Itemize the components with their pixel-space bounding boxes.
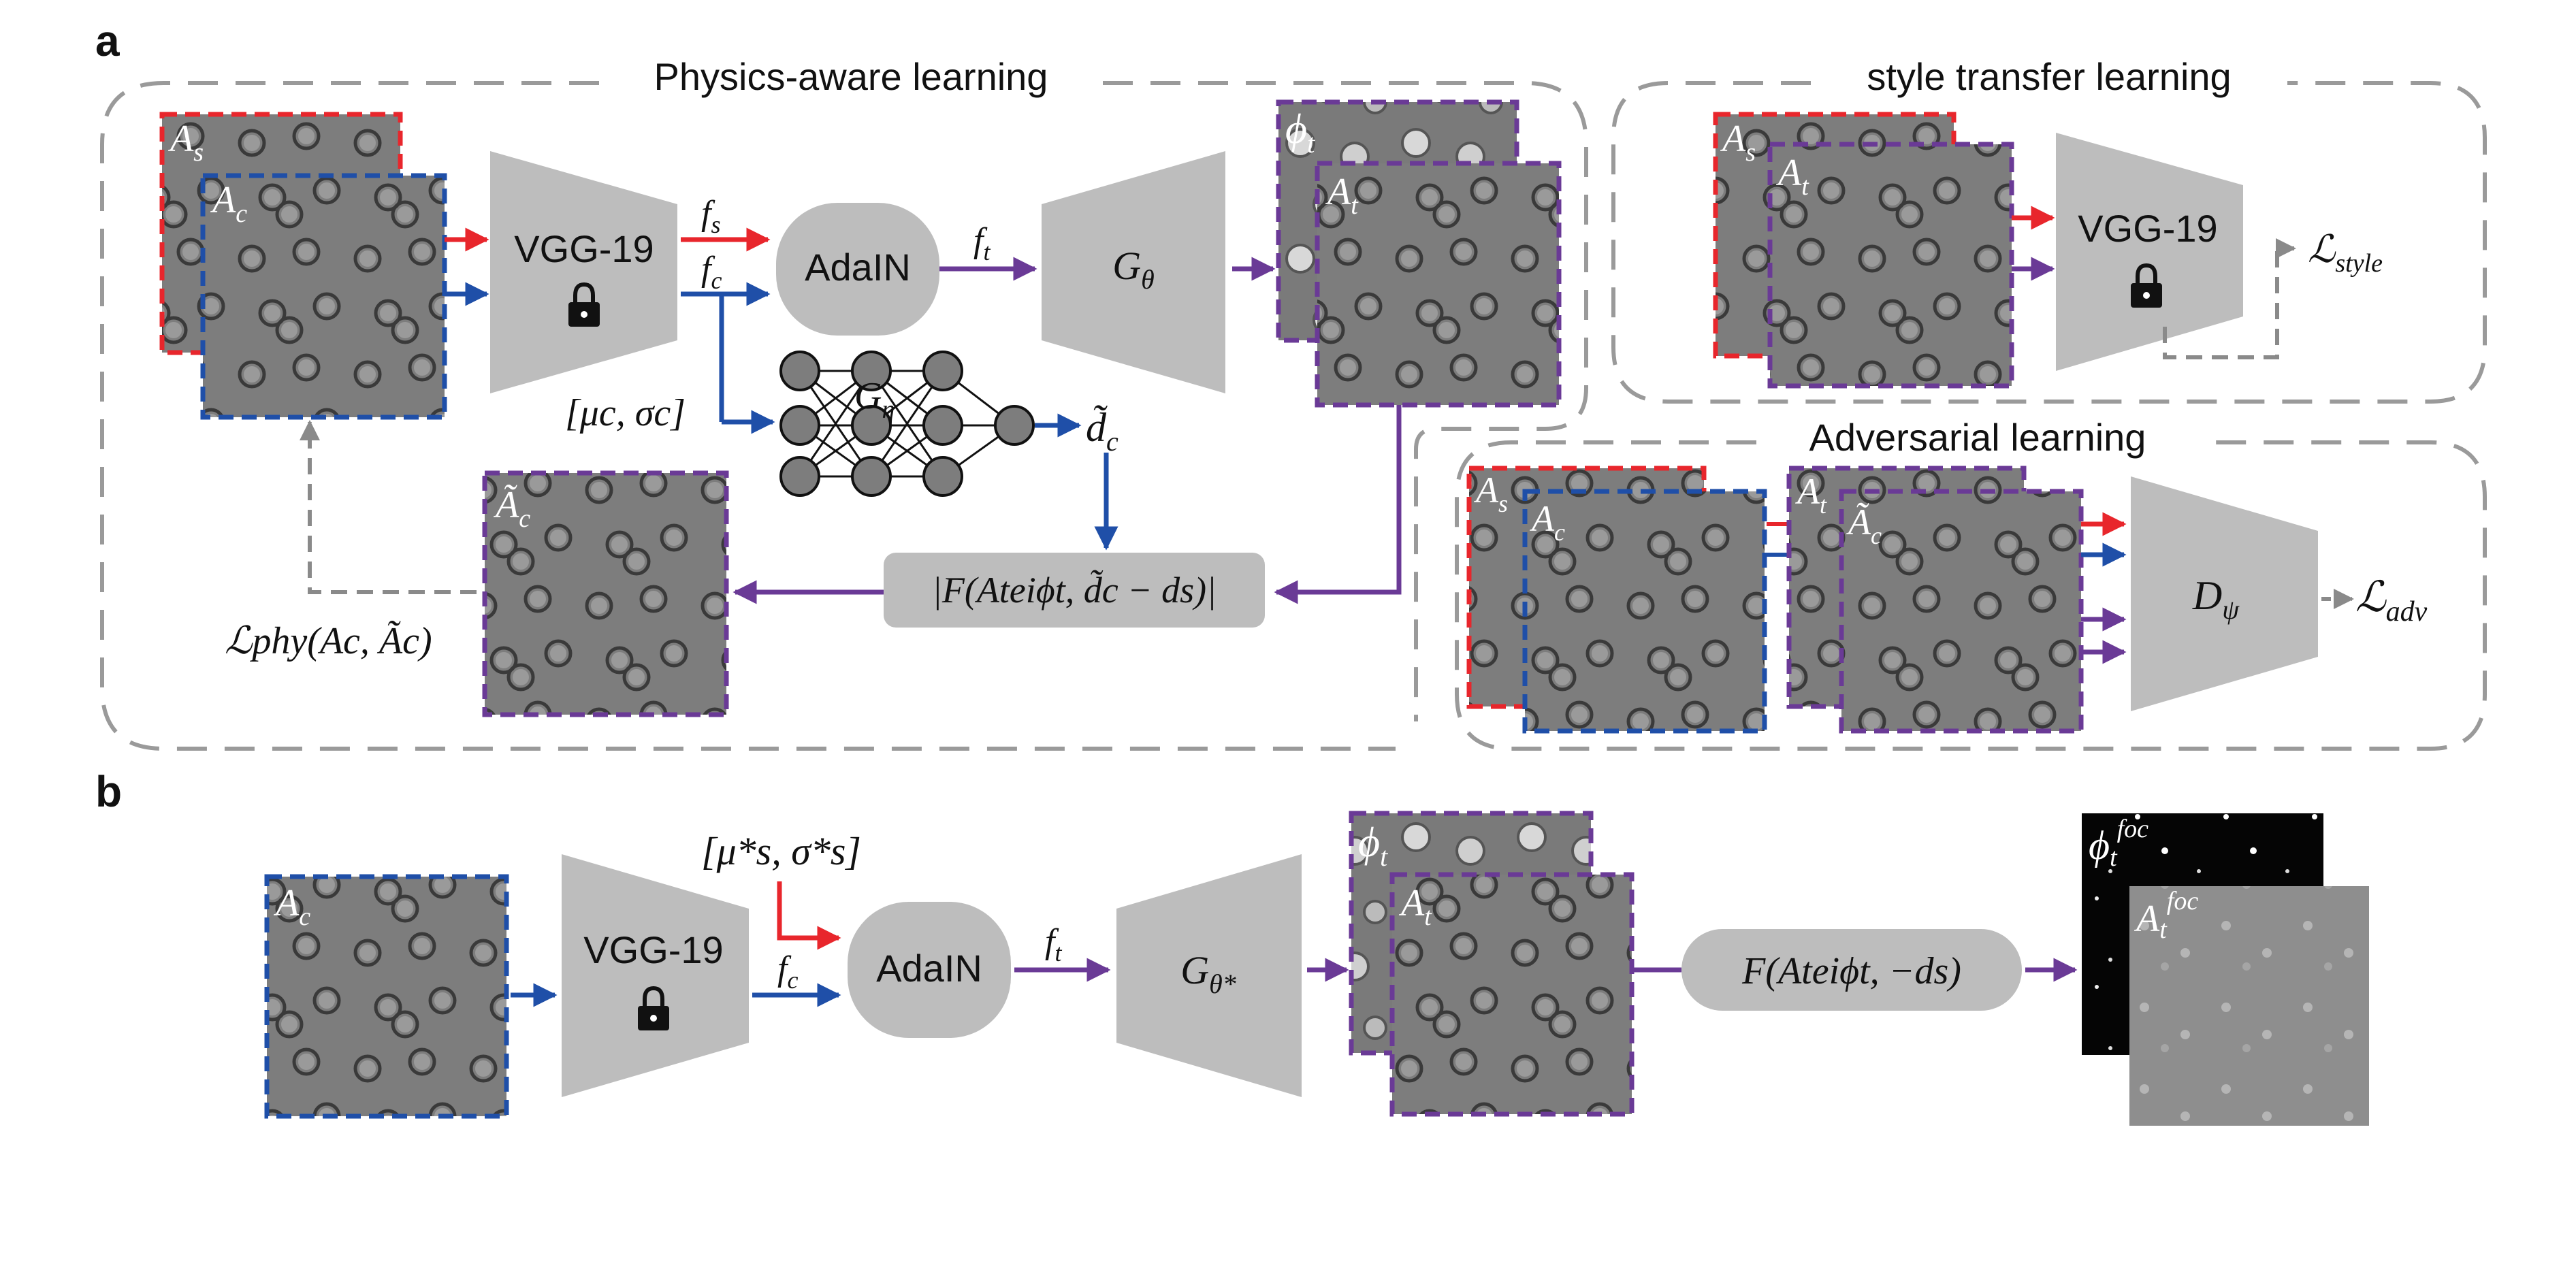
image-a-c	[200, 173, 447, 420]
label-d-c-tilde: d̃c	[1086, 405, 1118, 457]
lock-icon	[638, 986, 669, 1030]
vgg19-label-style: VGG-19	[2078, 207, 2217, 250]
vgg19-encoder-a	[490, 151, 677, 393]
label-a-c-adv: Ac	[1530, 498, 1565, 546]
adain-label-b: AdaIN	[876, 947, 982, 990]
arrow-fc-adain	[681, 291, 768, 422]
label-propagation-a: |F(Ateiϕt, d̃c − ds)|	[932, 570, 1217, 611]
physics-aware-box-right	[1103, 81, 1588, 721]
label-ft: ft	[973, 221, 991, 265]
vgg19-encoder-style	[2056, 133, 2243, 371]
image-a-c-tilde-adv	[1839, 489, 2084, 734]
label-mu-sigma-s-star: [μ*s, σ*s]	[701, 829, 861, 873]
label-a-t-infer: At	[1398, 882, 1432, 931]
panel-label-b: b	[95, 767, 122, 816]
image-a-c-infer	[264, 874, 509, 1119]
label-g-eta: Gη	[854, 375, 895, 424]
image-a-c-tilde	[482, 470, 729, 717]
label-g-theta: Gθ	[1112, 244, 1155, 295]
g-eta-nodes	[779, 351, 1035, 497]
image-a-foc	[2129, 886, 2369, 1126]
style-transfer-title: style transfer learning	[1867, 55, 2231, 98]
label-a-s-adv: As	[1474, 470, 1508, 517]
adversarial-box	[1455, 440, 2487, 751]
label-a-s: As	[167, 118, 204, 167]
arrow-at-propagation	[1274, 405, 1402, 604]
style-transfer-box	[1611, 81, 2487, 404]
label-a-t: At	[1325, 171, 1359, 220]
label-a-t-adv: At	[1795, 471, 1827, 519]
adain-block-a	[776, 203, 939, 336]
vgg19-encoder-b	[562, 854, 749, 1097]
discriminator-d-psi	[2131, 476, 2318, 711]
arrow-stats-s-adain	[777, 881, 841, 950]
propagation-block-b	[1681, 929, 2022, 1011]
g-theta-star-decoder	[1116, 854, 1302, 1097]
label-a-t-style: At	[1775, 152, 1809, 201]
label-a-c: Ac	[210, 179, 247, 228]
g-eta-network	[799, 370, 1015, 478]
label-phi-t-infer: ϕt	[1358, 819, 1388, 872]
adain-label-a: AdaIN	[805, 246, 911, 289]
label-g-theta-star: Gθ*	[1180, 948, 1236, 999]
label-l-style: ℒstyle	[2308, 229, 2383, 278]
image-a-t-infer	[1389, 872, 1635, 1117]
label-d-psi: Dψ	[2192, 573, 2240, 625]
adversarial-title: Adversarial learning	[1809, 416, 2146, 459]
label-l-adv: ℒadv	[2355, 574, 2428, 628]
label-a-c-tilde: Ãc	[493, 484, 530, 533]
image-a-t-style	[1767, 142, 2014, 389]
lock-icon	[568, 282, 600, 327]
label-fc-b: fc	[777, 949, 798, 994]
label-a-c-tilde-adv: Ãc	[1846, 502, 1882, 549]
vgg19-label-b: VGG-19	[583, 928, 723, 971]
loss-style-connector	[2163, 238, 2296, 359]
label-ft-b: ft	[1045, 922, 1062, 966]
label-phi-foc: ϕtfoc	[2089, 815, 2148, 872]
adain-block-b	[848, 902, 1011, 1038]
label-propagation-b: F(Ateiϕt, −ds)	[1741, 950, 1961, 992]
panel-label-a: a	[95, 16, 120, 65]
label-phi-t: ϕt	[1285, 106, 1315, 159]
label-a-s-style: As	[1720, 118, 1756, 167]
propagation-block-a	[884, 553, 1265, 628]
label-fc: fc	[701, 250, 722, 294]
loss-phy-feedback	[300, 420, 477, 594]
image-a-t	[1315, 161, 1562, 408]
label-a-foc: Atfoc	[2134, 887, 2198, 944]
lock-icon	[2131, 263, 2162, 308]
image-a-c-adv	[1522, 489, 1767, 734]
physics-aware-box	[100, 81, 1396, 751]
label-l-phy: ℒphy(Ac, Ãc)	[225, 620, 432, 662]
g-theta-decoder	[1042, 151, 1225, 393]
label-fs: fs	[701, 194, 720, 238]
label-mu-sigma-c: [μc, σc]	[565, 392, 686, 434]
label-a-c-infer: Ac	[273, 882, 310, 931]
vgg19-label-a: VGG-19	[514, 227, 654, 270]
physics-aware-title: Physics-aware learning	[654, 55, 1048, 98]
